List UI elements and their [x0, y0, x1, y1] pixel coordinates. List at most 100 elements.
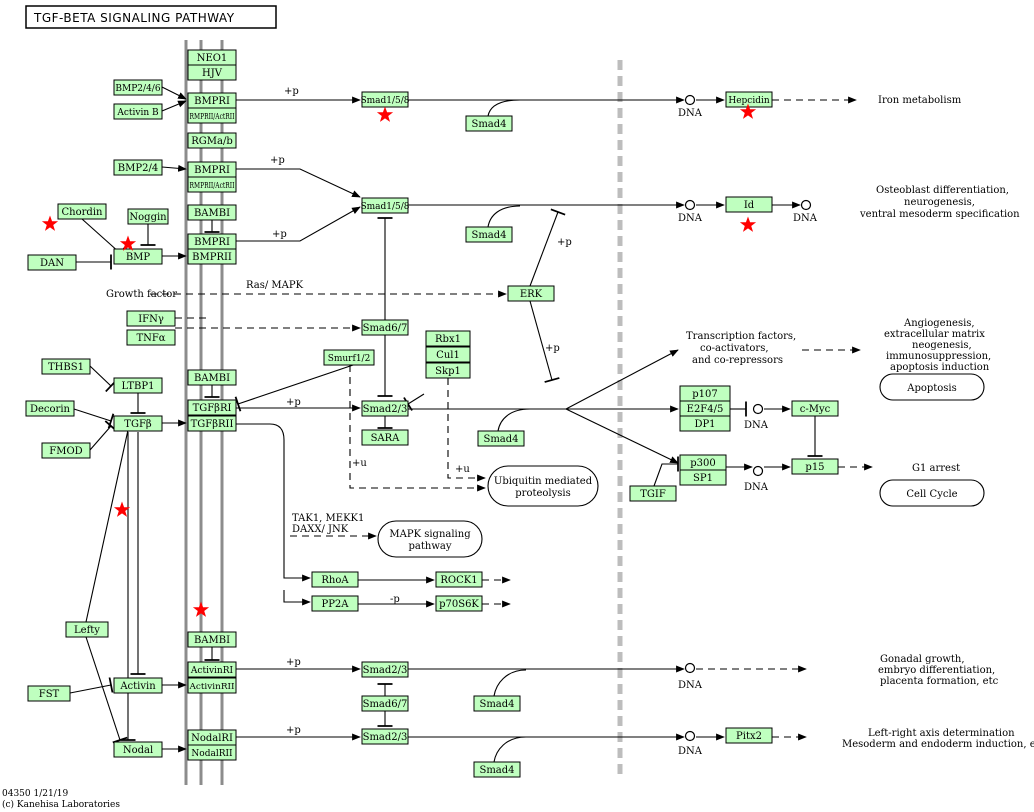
gene-box-smad67-1[interactable]: Smad6/7 [361, 319, 409, 336]
label-osteo-1: Osteoblast differentiation, [876, 185, 1009, 196]
gene-box-decorin[interactable]: Decorin [25, 400, 75, 417]
gene-box-fmod[interactable]: FMOD [41, 442, 91, 459]
gene-box-hepcidin[interactable]: Hepcidin [725, 91, 773, 108]
gene-box-smad4-1[interactable]: Smad4 [465, 115, 513, 132]
gene-box-ltbp1[interactable]: LTBP1 [113, 377, 163, 394]
gene-box-smad4-2[interactable]: Smad4 [465, 226, 513, 243]
gene-box-tnfa[interactable]: TNFα [126, 329, 176, 346]
gene-box-bmpri-2[interactable]: BMPRI [187, 161, 237, 178]
gene-box-dan[interactable]: DAN [27, 254, 77, 271]
gene-box-sara[interactable]: SARA [361, 429, 409, 446]
label-gonad-2: embryo differentiation, [878, 665, 995, 676]
gene-box-smad4-5[interactable]: Smad4 [473, 761, 521, 778]
gene-box-cul1[interactable]: Cul1 [425, 346, 471, 363]
gene-box-lefty[interactable]: Lefty [65, 621, 109, 638]
label-gonad-3: placenta formation, etc [880, 676, 999, 687]
gene-box-dp1[interactable]: DP1 [679, 415, 731, 432]
label-plus-p-5: +p [545, 343, 560, 354]
gene-label: ActivinRI [190, 666, 234, 676]
gene-box-rbx1[interactable]: Rbx1 [425, 330, 471, 347]
gene-box-bmp[interactable]: BMP [113, 248, 163, 265]
label-tak-2: DAXX/ JNK [292, 524, 349, 535]
gene-label: Activin B [116, 108, 159, 118]
gene-box-smad23-2[interactable]: Smad2/3 [361, 661, 409, 678]
gene-box-bmpri-1[interactable]: BMPRI [187, 92, 237, 109]
gene-box-nodalrii[interactable]: NodalRII [187, 744, 237, 761]
gene-box-bambi-1[interactable]: BAMBI [187, 204, 237, 221]
gene-box-rgmab[interactable]: RGMa/b [187, 132, 237, 149]
gene-box-smad158-2[interactable]: Smad1/5/8 [360, 197, 410, 214]
label-plus-p-1: +p [284, 86, 299, 97]
gene-box-rmprii-1[interactable]: RMPRII/ActRII [187, 107, 237, 124]
gene-label: Lefty [74, 625, 100, 636]
label-dna-6: DNA [678, 746, 703, 757]
gene-box-sp1[interactable]: SP1 [679, 469, 727, 486]
gene-box-ifng[interactable]: IFNγ [126, 310, 176, 327]
gene-box-bambi-3[interactable]: BAMBI [187, 631, 237, 648]
gene-box-p300[interactable]: p300 [679, 454, 727, 471]
gene-box-bmp24[interactable]: BMP2/4 [113, 159, 163, 176]
gene-label: BMPRI [194, 237, 230, 248]
gene-box-activinrii[interactable]: ActivinRII [187, 677, 237, 694]
gene-box-bambi-2[interactable]: BAMBI [187, 369, 237, 386]
gene-box-hjv[interactable]: HJV [187, 64, 237, 81]
gene-box-smurf12[interactable]: Smurf1/2 [323, 349, 375, 366]
gene-box-pitx2[interactable]: Pitx2 [725, 727, 773, 744]
gene-box-chordin[interactable]: Chordin [57, 203, 107, 220]
gene-box-thbs1[interactable]: THBS1 [41, 358, 91, 375]
label-minus-p: -p [390, 594, 400, 605]
gene-label: Smad4 [471, 230, 506, 241]
gene-box-bmp246[interactable]: BMP2/4/6 [113, 79, 163, 96]
gene-label: TGFβ [124, 419, 152, 430]
label-plus-p-6: +p [286, 397, 301, 408]
map-link-cellcycle[interactable]: Cell Cycle [879, 479, 985, 507]
label-angio-1: Angiogenesis, [903, 318, 975, 329]
gene-label: BMP2/4/6 [115, 84, 160, 94]
gene-box-smad4-4[interactable]: Smad4 [473, 695, 521, 712]
gene-box-tgfbri[interactable]: TGFβRI [187, 399, 237, 416]
gene-box-bmprii[interactable]: BMPRII [187, 248, 237, 265]
gene-box-smad23-1[interactable]: Smad2/3 [361, 400, 409, 417]
gene-box-activinb[interactable]: Activin B [113, 103, 163, 120]
gene-box-cmyc[interactable]: c-Myc [791, 400, 839, 417]
gene-box-p107[interactable]: p107 [679, 385, 731, 402]
highlight-star-icon [739, 216, 757, 232]
gene-box-bmpri-3[interactable]: BMPRI [187, 233, 237, 250]
gene-box-smad67-2[interactable]: Smad6/7 [361, 695, 409, 712]
gene-box-id[interactable]: Id [725, 196, 773, 213]
gene-box-rock1[interactable]: ROCK1 [435, 571, 483, 588]
gene-box-skp1[interactable]: Skp1 [425, 362, 471, 379]
map-link-text: MAPK signaling [389, 529, 471, 540]
gene-box-p70s6k[interactable]: p70S6K [435, 595, 483, 612]
gene-box-smad158-1[interactable]: Smad1/5/8 [360, 91, 410, 108]
gene-box-tgfbrii[interactable]: TGFβRII [187, 415, 237, 432]
gene-box-pp2a[interactable]: PP2A [311, 595, 359, 612]
gene-box-nodal[interactable]: Nodal [113, 741, 163, 758]
gene-label: FST [39, 689, 60, 700]
gene-box-p15[interactable]: p15 [791, 458, 839, 475]
gene-box-e2f45[interactable]: E2F4/5 [679, 400, 731, 417]
gene-box-rmprii-2[interactable]: RMPRII/ActRII [187, 176, 237, 193]
gene-label: Smad4 [483, 434, 518, 445]
gene-box-smad23-3[interactable]: Smad2/3 [361, 728, 409, 745]
gene-box-tgif[interactable]: TGIF [629, 485, 677, 502]
gene-box-erk[interactable]: ERK [507, 285, 555, 302]
gene-box-fst[interactable]: FST [27, 685, 71, 702]
gene-box-rhoa[interactable]: RhoA [311, 571, 359, 588]
map-link-apoptosis[interactable]: Apoptosis [879, 373, 985, 401]
gene-box-activin[interactable]: Activin [113, 677, 163, 694]
gene-box-tgfb[interactable]: TGFβ [113, 415, 163, 432]
gene-box-smad4-3[interactable]: Smad4 [477, 430, 525, 447]
gene-box-neo1[interactable]: NEO1 [187, 49, 237, 66]
label-plus-p-3: +p [272, 229, 287, 240]
gene-label: TGIF [640, 489, 666, 500]
map-link-text: pathway [409, 541, 452, 552]
gene-label: RhoA [321, 575, 349, 586]
gene-box-activinri[interactable]: ActivinRI [187, 661, 237, 678]
gene-box-noggin[interactable]: Noggin [127, 208, 169, 225]
gene-box-nodalri[interactable]: NodalRI [187, 729, 237, 746]
